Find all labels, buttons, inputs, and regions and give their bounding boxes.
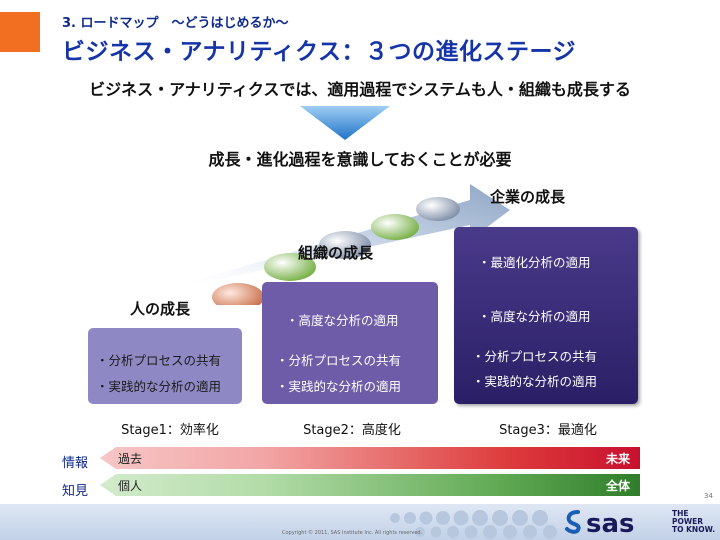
key-message: 成長・進化過程を意識しておくことが必要 (0, 146, 720, 170)
info-band-start: 過去 (118, 450, 142, 467)
tagline: THE POWER TO KNOW. (672, 510, 715, 534)
sas-logo: sas (564, 508, 664, 540)
page-title: ビジネス・アナリティクス：３つの進化ステージ (62, 32, 576, 66)
stage2-item: ・分析プロセスの共有 (276, 350, 401, 369)
down-arrow-icon (300, 106, 390, 140)
stage2-item: ・実践的な分析の適用 (276, 376, 401, 395)
tagline-line: TO KNOW. (672, 526, 715, 534)
page-number: 34 (704, 492, 713, 500)
breadcrumb: 3. ロードマップ ～どうはじめるか～ (62, 12, 289, 31)
stage3-item: ・高度な分析の適用 (478, 306, 591, 325)
sas-logo-text: sas (586, 509, 635, 536)
copyright-text: Copyright © 2011, SAS Institute Inc. All… (282, 530, 422, 536)
company-growth-label: 企業の成長 (490, 186, 565, 207)
stage3-item: ・分析プロセスの共有 (472, 346, 597, 365)
knowledge-row-label: 知見 (62, 480, 88, 499)
stage3-caption: Stage3：最適化 (462, 419, 634, 438)
stage1-caption: Stage1：効率化 (88, 419, 252, 438)
info-band-end: 未来 (560, 450, 630, 467)
stage1-item: ・分析プロセスの共有 (96, 350, 221, 369)
knowledge-band-end: 全体 (560, 477, 630, 494)
footer-dots-decoration (0, 498, 560, 540)
stage2-item: ・高度な分析の適用 (286, 310, 399, 329)
org-growth-label: 組織の成長 (298, 242, 373, 263)
accent-bar (0, 12, 40, 52)
stage1-item: ・実践的な分析の適用 (96, 376, 221, 395)
stage3-item: ・実践的な分析の適用 (472, 371, 597, 390)
info-row-label: 情報 (62, 452, 88, 471)
person-growth-label: 人の成長 (130, 298, 190, 319)
subtitle: ビジネス・アナリティクスでは、適用過程でシステムも人・組織も成長する (0, 76, 720, 100)
info-gradient-band (100, 447, 640, 469)
stage2-caption: Stage2：高度化 (270, 419, 434, 438)
knowledge-gradient-band (100, 474, 640, 496)
stage3-item: ・最適化分析の適用 (478, 252, 591, 271)
knowledge-band-start: 個人 (118, 477, 142, 494)
